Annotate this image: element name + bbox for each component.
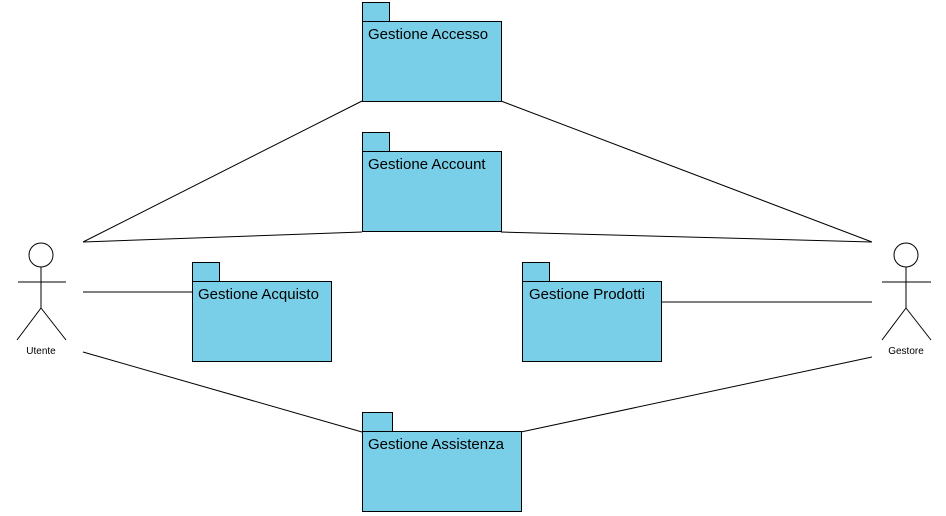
association-gestore-accesso — [500, 100, 873, 243]
package-body — [362, 21, 502, 102]
actor-head — [28, 242, 54, 268]
association-utente-account — [82, 231, 363, 243]
actor-label: Utente — [26, 346, 56, 357]
package-tab — [362, 132, 390, 153]
association-gestore-account — [500, 231, 873, 243]
association-utente-accesso — [82, 100, 363, 243]
actor-left-leg — [16, 307, 42, 341]
actor-head — [893, 242, 919, 268]
package-tab — [362, 2, 390, 23]
package-assistenza[interactable]: Gestione Assistenza — [362, 412, 522, 512]
actor-right-leg — [905, 307, 932, 341]
package-label: Gestione Account — [368, 156, 486, 173]
package-body — [522, 281, 662, 362]
actor-gestore[interactable]: Gestore — [881, 242, 932, 357]
package-body — [362, 431, 522, 512]
actor-right-leg — [40, 307, 67, 341]
actor-utente[interactable]: Utente — [16, 242, 67, 357]
package-body — [362, 151, 502, 232]
associations — [82, 100, 873, 433]
association-gestore-assistenza — [520, 356, 873, 433]
package-account[interactable]: Gestione Account — [362, 132, 502, 232]
package-label: Gestione Acquisto — [198, 286, 319, 303]
package-tab — [362, 412, 393, 433]
package-acquisto[interactable]: Gestione Acquisto — [192, 262, 332, 362]
package-tab — [192, 262, 220, 283]
package-label: Gestione Assistenza — [368, 436, 505, 453]
package-prodotti[interactable]: Gestione Prodotti — [522, 262, 662, 362]
package-body — [192, 281, 332, 362]
actor-left-leg — [881, 307, 907, 341]
package-label: Gestione Prodotti — [529, 286, 645, 303]
actor-label: Gestore — [888, 346, 924, 357]
package-label: Gestione Accesso — [368, 26, 488, 43]
package-accesso[interactable]: Gestione Accesso — [362, 2, 502, 102]
association-utente-assistenza — [82, 351, 363, 433]
package-tab — [522, 262, 550, 283]
